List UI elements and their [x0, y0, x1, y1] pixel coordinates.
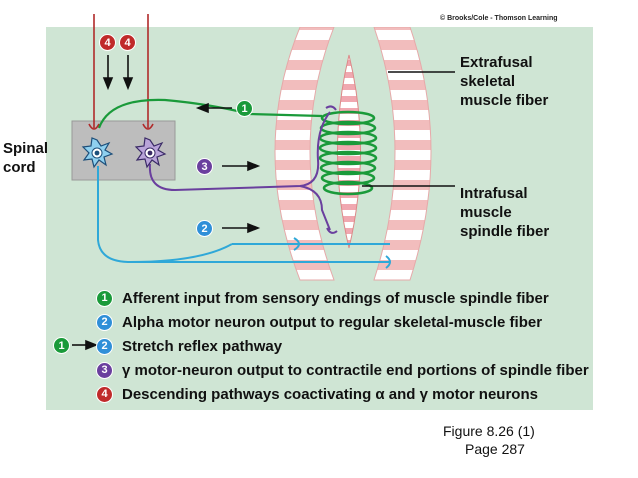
marker-2: 2 — [196, 220, 213, 237]
diagram-panel — [46, 27, 593, 410]
extrafusal-muscle-fiber — [274, 27, 432, 281]
page-caption: Page 287 — [465, 441, 525, 457]
spinal-cord-label: Spinal cord — [3, 139, 48, 177]
legend-text: Descending pathways coactivating α and γ… — [122, 385, 538, 403]
marker-1: 1 — [236, 100, 253, 117]
descending-pathways — [88, 14, 154, 130]
figure-caption: Figure 8.26 (1) — [443, 423, 535, 439]
extrafusal-label-line1: Extrafusal — [460, 54, 533, 71]
marker-4-right: 4 — [119, 34, 136, 51]
label-leaders — [362, 71, 455, 187]
extrafusal-label: Extrafusal skeletal muscle fiber — [460, 53, 548, 110]
legend-badge: 2 — [96, 313, 113, 331]
gamma-motor-neuron — [134, 137, 167, 169]
legend-item-1: 1 Afferent input from sensory endings of… — [96, 288, 549, 308]
pathway-arrows — [72, 102, 261, 351]
legend-item-2: 2 Alpha motor neuron output to regular s… — [96, 312, 542, 332]
legend-badge-stretch-1: 1 — [53, 337, 70, 354]
extrafusal-label-line2: skeletal — [460, 73, 516, 90]
marker-3: 3 — [196, 158, 213, 175]
legend-text: Alpha motor neuron output to regular ske… — [122, 313, 543, 331]
extrafusal-label-line3: muscle fiber — [460, 92, 549, 109]
intrafusal-label-line3: spindle fiber — [460, 223, 550, 240]
spinal-cord-label-line1: Spinal — [3, 140, 49, 157]
legend-badge: 1 — [96, 289, 113, 307]
intrafusal-label: Intrafusal muscle spindle fiber — [460, 184, 549, 241]
legend-item-4: 3 γ motor-neuron output to contractile e… — [96, 360, 589, 380]
legend-badge: 2 — [96, 337, 113, 355]
copyright-notice: © Brooks/Cole - Thomson Learning — [440, 15, 558, 22]
legend-text: γ motor-neuron output to contractile end… — [122, 361, 589, 379]
legend-badge: 3 — [96, 361, 113, 379]
intrafusal-label-line1: Intrafusal — [460, 185, 528, 202]
marker-4-left: 4 — [99, 34, 116, 51]
annulospiral-ending — [318, 110, 378, 196]
descending-arrows — [102, 55, 134, 91]
legend-text: Afferent input from sensory endings of m… — [122, 289, 549, 307]
afferent-fiber — [97, 98, 323, 129]
alpha-motor-fiber — [97, 166, 391, 269]
intrafusal-label-line2: muscle — [460, 204, 512, 221]
legend-item-5: 4 Descending pathways coactivating α and… — [96, 384, 538, 404]
alpha-motor-neuron — [81, 137, 114, 169]
legend-item-3: 2 Stretch reflex pathway — [96, 336, 282, 356]
legend-text: Stretch reflex pathway — [122, 337, 283, 355]
spinal-cord-label-line2: cord — [3, 159, 36, 176]
legend-badge: 4 — [96, 385, 113, 403]
gamma-motor-fiber — [148, 105, 338, 234]
